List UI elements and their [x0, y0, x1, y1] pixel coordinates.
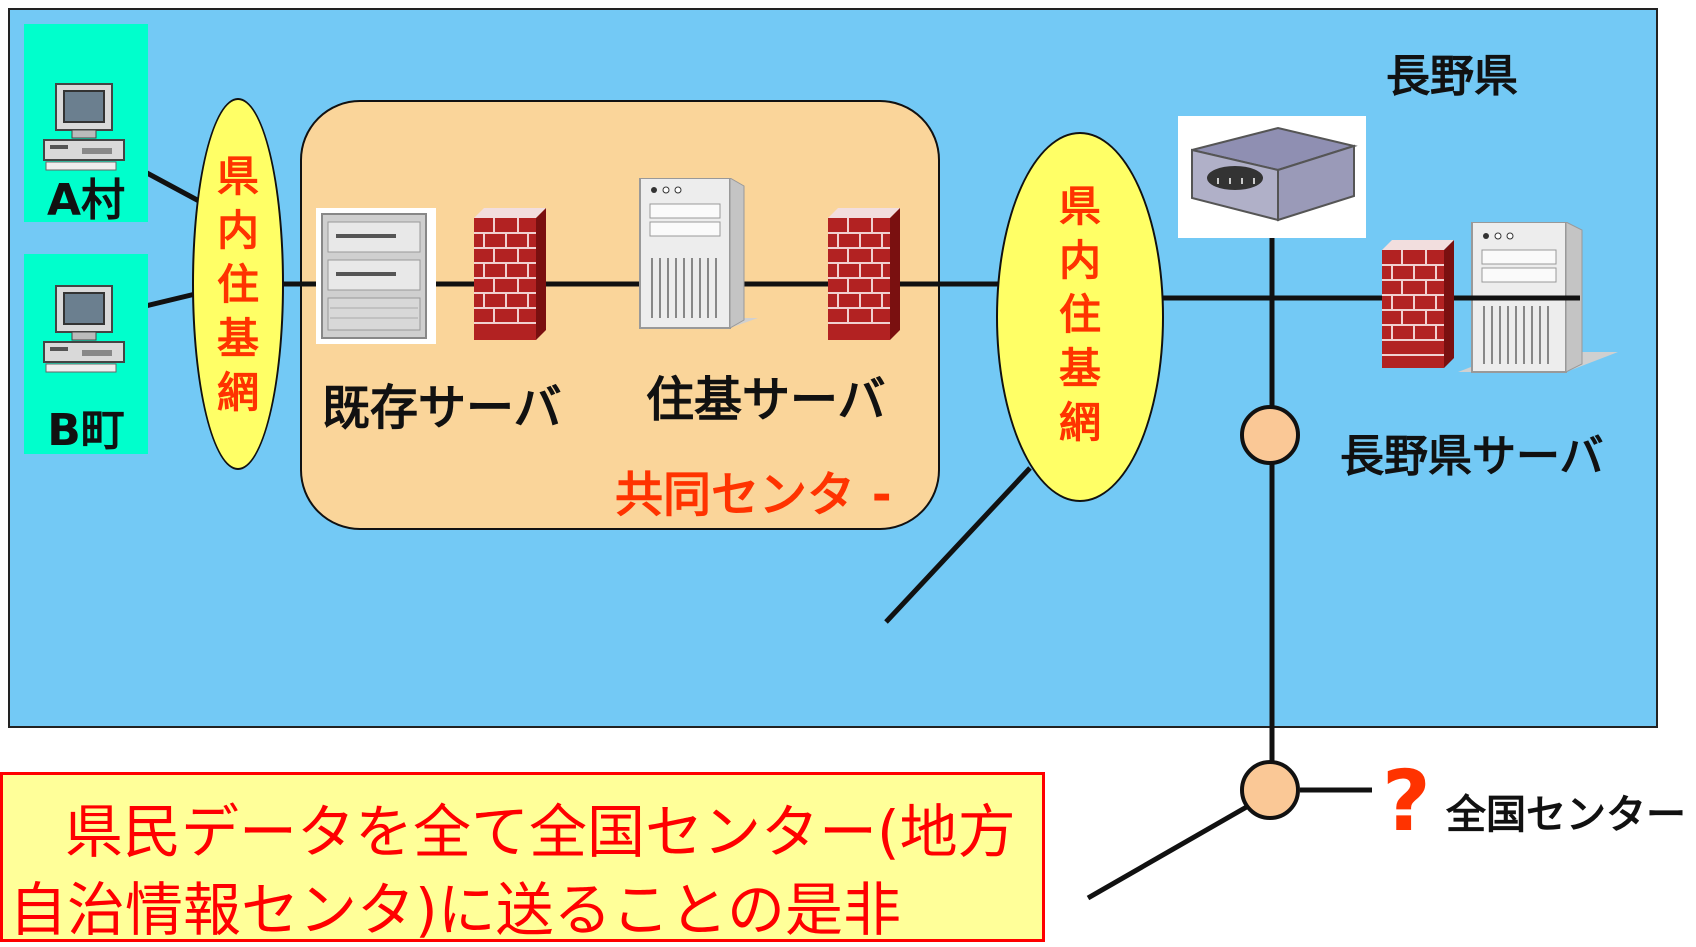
firewall-icon: [828, 208, 900, 340]
question-line-2: 自治情報センタ)に送ることの是非: [9, 876, 902, 944]
juki-server-label: 住基サーバ: [646, 372, 886, 428]
question-box: 県民データを全て全国センター(地方 自治情報センタ)に送ることの是非: [0, 772, 1045, 944]
branch-bottom: [1086, 802, 1252, 901]
nagano-server-label: 長野県サーバ: [1340, 431, 1604, 482]
municipality-a-box: A村: [24, 24, 148, 226]
municipality-b-box: B町: [24, 254, 148, 456]
computer-icon: [43, 285, 125, 373]
prefectural-network-right: 県内住基網: [996, 132, 1164, 502]
existing-server-label: 既存サーバ: [322, 380, 562, 436]
municipality-b-label: B町: [47, 405, 125, 456]
firewall-icon: [474, 208, 546, 340]
router-device-icon: [1178, 116, 1366, 238]
firewall-icon: [1382, 240, 1454, 368]
node-lower: [1240, 760, 1300, 820]
prefectural-network-left: 県内住基網: [192, 98, 284, 470]
municipality-a-label: A村: [46, 175, 126, 226]
network-left-label: 県内住基網: [216, 152, 259, 417]
national-center-label: 全国センター: [1446, 792, 1686, 838]
branch-left: [884, 466, 1032, 624]
nagano-server-icon: [1458, 222, 1618, 373]
network-right-label: 県内住基網: [1058, 182, 1101, 447]
question-line-1: 県民データを全て全国センター(地方: [65, 798, 1016, 866]
juki-server-icon: [639, 178, 758, 329]
question-mark: ?: [1382, 752, 1431, 850]
prefecture-label: 長野県: [1386, 51, 1518, 102]
joint-center-label: 共同センタ -: [615, 467, 892, 523]
computer-icon: [43, 83, 125, 171]
existing-server-icon: [316, 208, 436, 344]
node-upper: [1240, 405, 1300, 465]
